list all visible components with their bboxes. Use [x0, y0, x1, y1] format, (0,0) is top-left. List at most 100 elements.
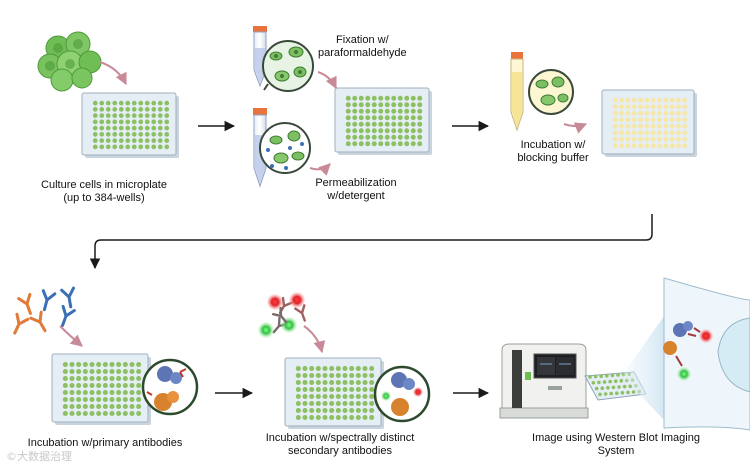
well — [644, 117, 650, 123]
well — [102, 389, 108, 396]
well — [151, 144, 157, 150]
well — [355, 386, 361, 393]
well — [676, 104, 681, 110]
well — [164, 107, 170, 112]
well — [322, 414, 328, 421]
well — [129, 410, 135, 417]
view-beam — [622, 316, 664, 420]
blocking-magnifier-icon — [528, 69, 574, 115]
well — [329, 407, 335, 414]
well — [62, 361, 68, 368]
well — [638, 130, 643, 136]
well — [99, 119, 105, 125]
well — [309, 393, 315, 400]
well — [365, 134, 371, 140]
well — [309, 379, 315, 386]
well — [631, 117, 637, 123]
well — [599, 374, 603, 379]
well — [619, 110, 624, 116]
well — [96, 410, 102, 417]
well — [345, 95, 351, 101]
well — [358, 134, 364, 140]
well — [663, 117, 669, 123]
well — [669, 136, 675, 142]
well — [410, 115, 416, 121]
well — [151, 138, 157, 143]
well — [362, 393, 368, 400]
well — [608, 379, 612, 384]
well — [329, 393, 335, 400]
well — [116, 375, 122, 382]
well — [345, 108, 351, 114]
well — [157, 100, 163, 106]
well — [144, 100, 150, 106]
well — [657, 143, 662, 149]
well — [96, 368, 102, 375]
well — [638, 110, 643, 116]
well — [657, 130, 662, 136]
well — [619, 117, 624, 123]
well — [76, 410, 82, 417]
well — [352, 134, 358, 140]
well — [378, 134, 384, 140]
well — [315, 400, 321, 407]
well — [657, 97, 662, 103]
well — [631, 130, 637, 136]
well — [76, 361, 82, 368]
well — [122, 410, 128, 417]
well — [122, 403, 128, 410]
well — [349, 386, 355, 393]
well — [612, 136, 618, 142]
well — [349, 379, 355, 386]
well — [644, 123, 650, 129]
well — [62, 375, 68, 382]
well — [345, 128, 351, 134]
well — [397, 121, 403, 127]
antibody-icon — [17, 292, 32, 315]
well — [625, 123, 631, 129]
well — [417, 115, 423, 121]
well — [92, 119, 98, 125]
well — [335, 407, 341, 414]
well — [355, 414, 361, 421]
well — [138, 107, 144, 112]
well — [131, 113, 137, 118]
well — [136, 375, 142, 382]
well — [157, 107, 163, 112]
well — [138, 100, 144, 106]
well — [355, 372, 361, 379]
well — [315, 365, 321, 372]
well — [99, 125, 105, 131]
well — [617, 385, 621, 389]
well — [89, 410, 95, 417]
well — [335, 372, 341, 379]
well — [369, 386, 375, 393]
well — [131, 107, 137, 112]
well — [92, 100, 98, 106]
well — [89, 396, 95, 403]
well — [295, 414, 301, 421]
well — [615, 391, 619, 396]
well — [69, 375, 75, 382]
well — [638, 143, 643, 149]
well — [138, 138, 144, 143]
well — [676, 130, 681, 136]
well — [410, 134, 416, 140]
plate-fixation — [334, 87, 432, 155]
well — [109, 375, 115, 382]
well — [144, 113, 150, 118]
label-culture: Culture cells in microplate (up to 384-w… — [32, 179, 176, 205]
primary-antibodies-icon — [13, 286, 76, 335]
label-secondary-line1: Incubation w/spectrally distinct — [265, 432, 415, 444]
well — [109, 410, 115, 417]
well — [102, 375, 108, 382]
well — [315, 393, 321, 400]
well — [391, 134, 397, 140]
well — [138, 144, 144, 150]
well — [362, 407, 368, 414]
well — [295, 379, 301, 386]
well — [410, 108, 416, 114]
well — [116, 410, 122, 417]
well — [335, 414, 341, 421]
well — [62, 389, 68, 396]
